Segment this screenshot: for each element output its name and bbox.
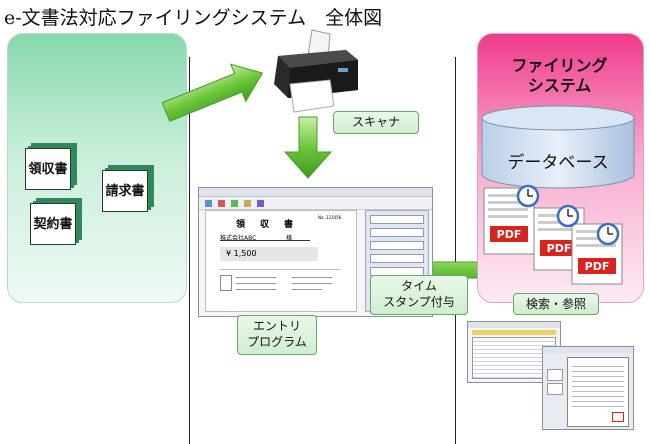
divider-left bbox=[189, 57, 190, 444]
scanner-icon bbox=[274, 29, 358, 113]
entry-program-label: エントリ プログラム bbox=[237, 315, 317, 355]
search-reference-label: 検索・参照 bbox=[513, 293, 599, 315]
clock-icon bbox=[516, 184, 540, 208]
timestamp-label: タイム スタンプ付与 bbox=[370, 275, 468, 315]
pdf-label: PDF bbox=[496, 228, 522, 241]
receipt-heading: 領 収 書 bbox=[236, 220, 297, 230]
divider-right bbox=[455, 57, 456, 444]
pdf-documents bbox=[483, 184, 623, 285]
document-contract-label: 契約書 bbox=[33, 216, 73, 232]
arrow-to-scanner bbox=[161, 63, 264, 122]
receipt-number: No. 123456 bbox=[318, 215, 342, 220]
receipt-company: 株式会社ABC bbox=[220, 235, 257, 242]
database-label: データベース bbox=[507, 153, 609, 173]
filing-system-title: ファイリング システム bbox=[477, 56, 642, 96]
database-icon bbox=[481, 105, 635, 189]
timestamp-label-line2: スタンプ付与 bbox=[383, 295, 455, 309]
pdf-label: PDF bbox=[546, 242, 572, 255]
document-invoice-label: 請求書 bbox=[105, 183, 145, 199]
entry-program-label-line1: エントリ bbox=[252, 319, 301, 333]
pdf-label: PDF bbox=[584, 260, 610, 273]
scanner-label: スキャナ bbox=[333, 111, 419, 134]
receipt-amount: ¥ 1,500 bbox=[220, 247, 318, 261]
document-receipt-label: 領収書 bbox=[28, 161, 68, 177]
reference-window bbox=[542, 346, 634, 430]
receipt-preview: 領 収 書 No. 123456 株式会社ABC 様 ¥ 1,500 bbox=[205, 210, 357, 312]
arrow-to-entry bbox=[283, 116, 333, 179]
timestamp-label-line1: タイム bbox=[401, 279, 437, 293]
receipt-honorific: 様 bbox=[286, 235, 293, 242]
diagram-title: e-文書法対応ファイリングシステム 全体図 bbox=[4, 7, 383, 29]
filing-system-title-line2: システム bbox=[527, 76, 592, 95]
filing-system-title-line1: ファイリング bbox=[511, 56, 608, 75]
entry-program-label-line2: プログラム bbox=[247, 335, 307, 349]
clock-icon bbox=[596, 222, 620, 246]
clock-icon bbox=[556, 204, 580, 228]
